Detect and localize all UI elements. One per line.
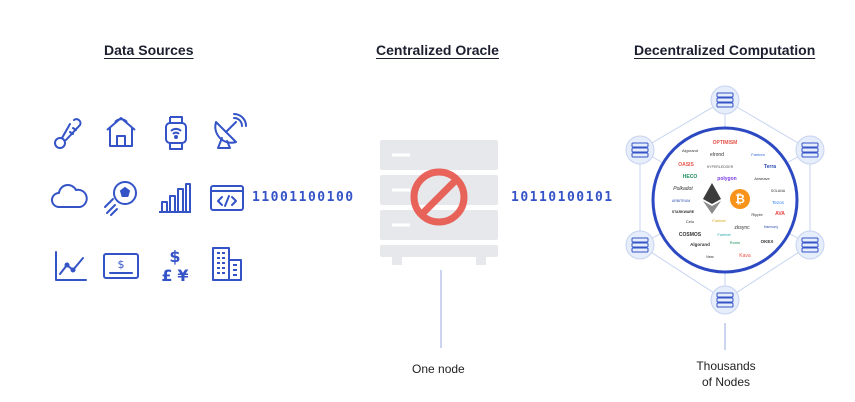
logo-cosmos: COSMOS [679, 232, 702, 238]
currency-icon: $ £ ¥ [155, 246, 195, 286]
ecosystem-circle [651, 126, 799, 274]
svg-text:$: $ [169, 247, 180, 266]
logo-optimism: OPTIMISM [713, 140, 738, 146]
decentralized-computation-heading: Decentralized Computation [634, 42, 816, 58]
line-graph-icon [50, 246, 90, 286]
svg-text:£: £ [161, 266, 172, 285]
ecosystem-logos: OPTIMISM Algorand elrond Fantom OASIS HY… [672, 140, 786, 259]
logo-ripple: Ripple [751, 212, 763, 217]
logo-avalanche-a: AVA [775, 211, 785, 217]
network-node-bottom-left [625, 230, 655, 260]
bar-chart-icon [155, 178, 195, 218]
logo-arweave: Arweave [754, 176, 770, 181]
svg-text:¥: ¥ [177, 266, 188, 285]
logo-hyperledger: HYPERLEDGER [707, 165, 734, 169]
logo-terra: Terra [764, 164, 776, 170]
bitcoin-logo: ₿ [730, 189, 750, 209]
logo-fantom: Fantom [751, 152, 765, 157]
soccer-ball-icon [101, 177, 141, 217]
logo-polygon: polygon [717, 176, 736, 182]
logo-algorand-2: Algorand [690, 242, 710, 247]
thousands-caption-line2: of Nodes [701, 375, 751, 389]
logo-heco: HECO [683, 174, 698, 180]
logo-oasis: OASIS [678, 162, 694, 168]
logo-kava: Kava [739, 253, 751, 259]
logo-polygon-2: Fuelnet [717, 232, 731, 237]
check-icon: $ [101, 246, 141, 286]
server-stack [380, 140, 498, 265]
cloud-icon [49, 177, 89, 217]
code-window-icon [207, 178, 247, 218]
logo-fuelnet: Fuelnet [712, 218, 726, 223]
thermometer-icon [48, 114, 88, 154]
building-icon [207, 244, 247, 284]
house-icon [101, 112, 141, 152]
binary-input-left: 11001100100 [252, 190, 355, 205]
svg-text:₿: ₿ [735, 192, 745, 206]
logo-elrond: elrond [710, 152, 724, 158]
satellite-dish-icon [208, 112, 248, 152]
smartwatch-icon [156, 113, 196, 153]
logo-harmony: Harmony [764, 225, 778, 229]
network-node-top [710, 85, 740, 115]
logo-algorand: Algorand [682, 148, 698, 153]
logo-okex: OKEX [761, 239, 774, 244]
ethereum-logo [703, 183, 721, 214]
network-node-bottom [710, 285, 740, 315]
one-node-caption: One node [412, 362, 465, 376]
logo-polkadot: Polkadot [673, 186, 693, 192]
thousands-caption-line1: Thousands [696, 359, 756, 373]
logo-tezos: Tezos [772, 200, 785, 205]
logo-starkware: STARKWARE [672, 210, 695, 214]
logo-celo: Celo [686, 219, 695, 224]
centralized-oracle-heading: Centralized Oracle [376, 42, 499, 58]
network-node-top-right [795, 135, 825, 165]
logo-solana: SOLANA [771, 189, 786, 193]
data-sources-heading: Data Sources [104, 42, 194, 58]
network-node-top-left [625, 135, 655, 165]
binary-output-right: 10110100101 [511, 190, 614, 205]
thousands-of-nodes-caption: Thousands of Nodes [690, 358, 762, 390]
logo-arbitrum: ARBITRUM [672, 199, 690, 203]
blocked-icon [410, 168, 468, 226]
logo-near: Near [706, 255, 714, 259]
logo-zksync: zksync [734, 225, 750, 231]
logo-ronin: Ronin [730, 240, 740, 245]
network-node-bottom-right [795, 230, 825, 260]
svg-text:$: $ [118, 258, 125, 271]
